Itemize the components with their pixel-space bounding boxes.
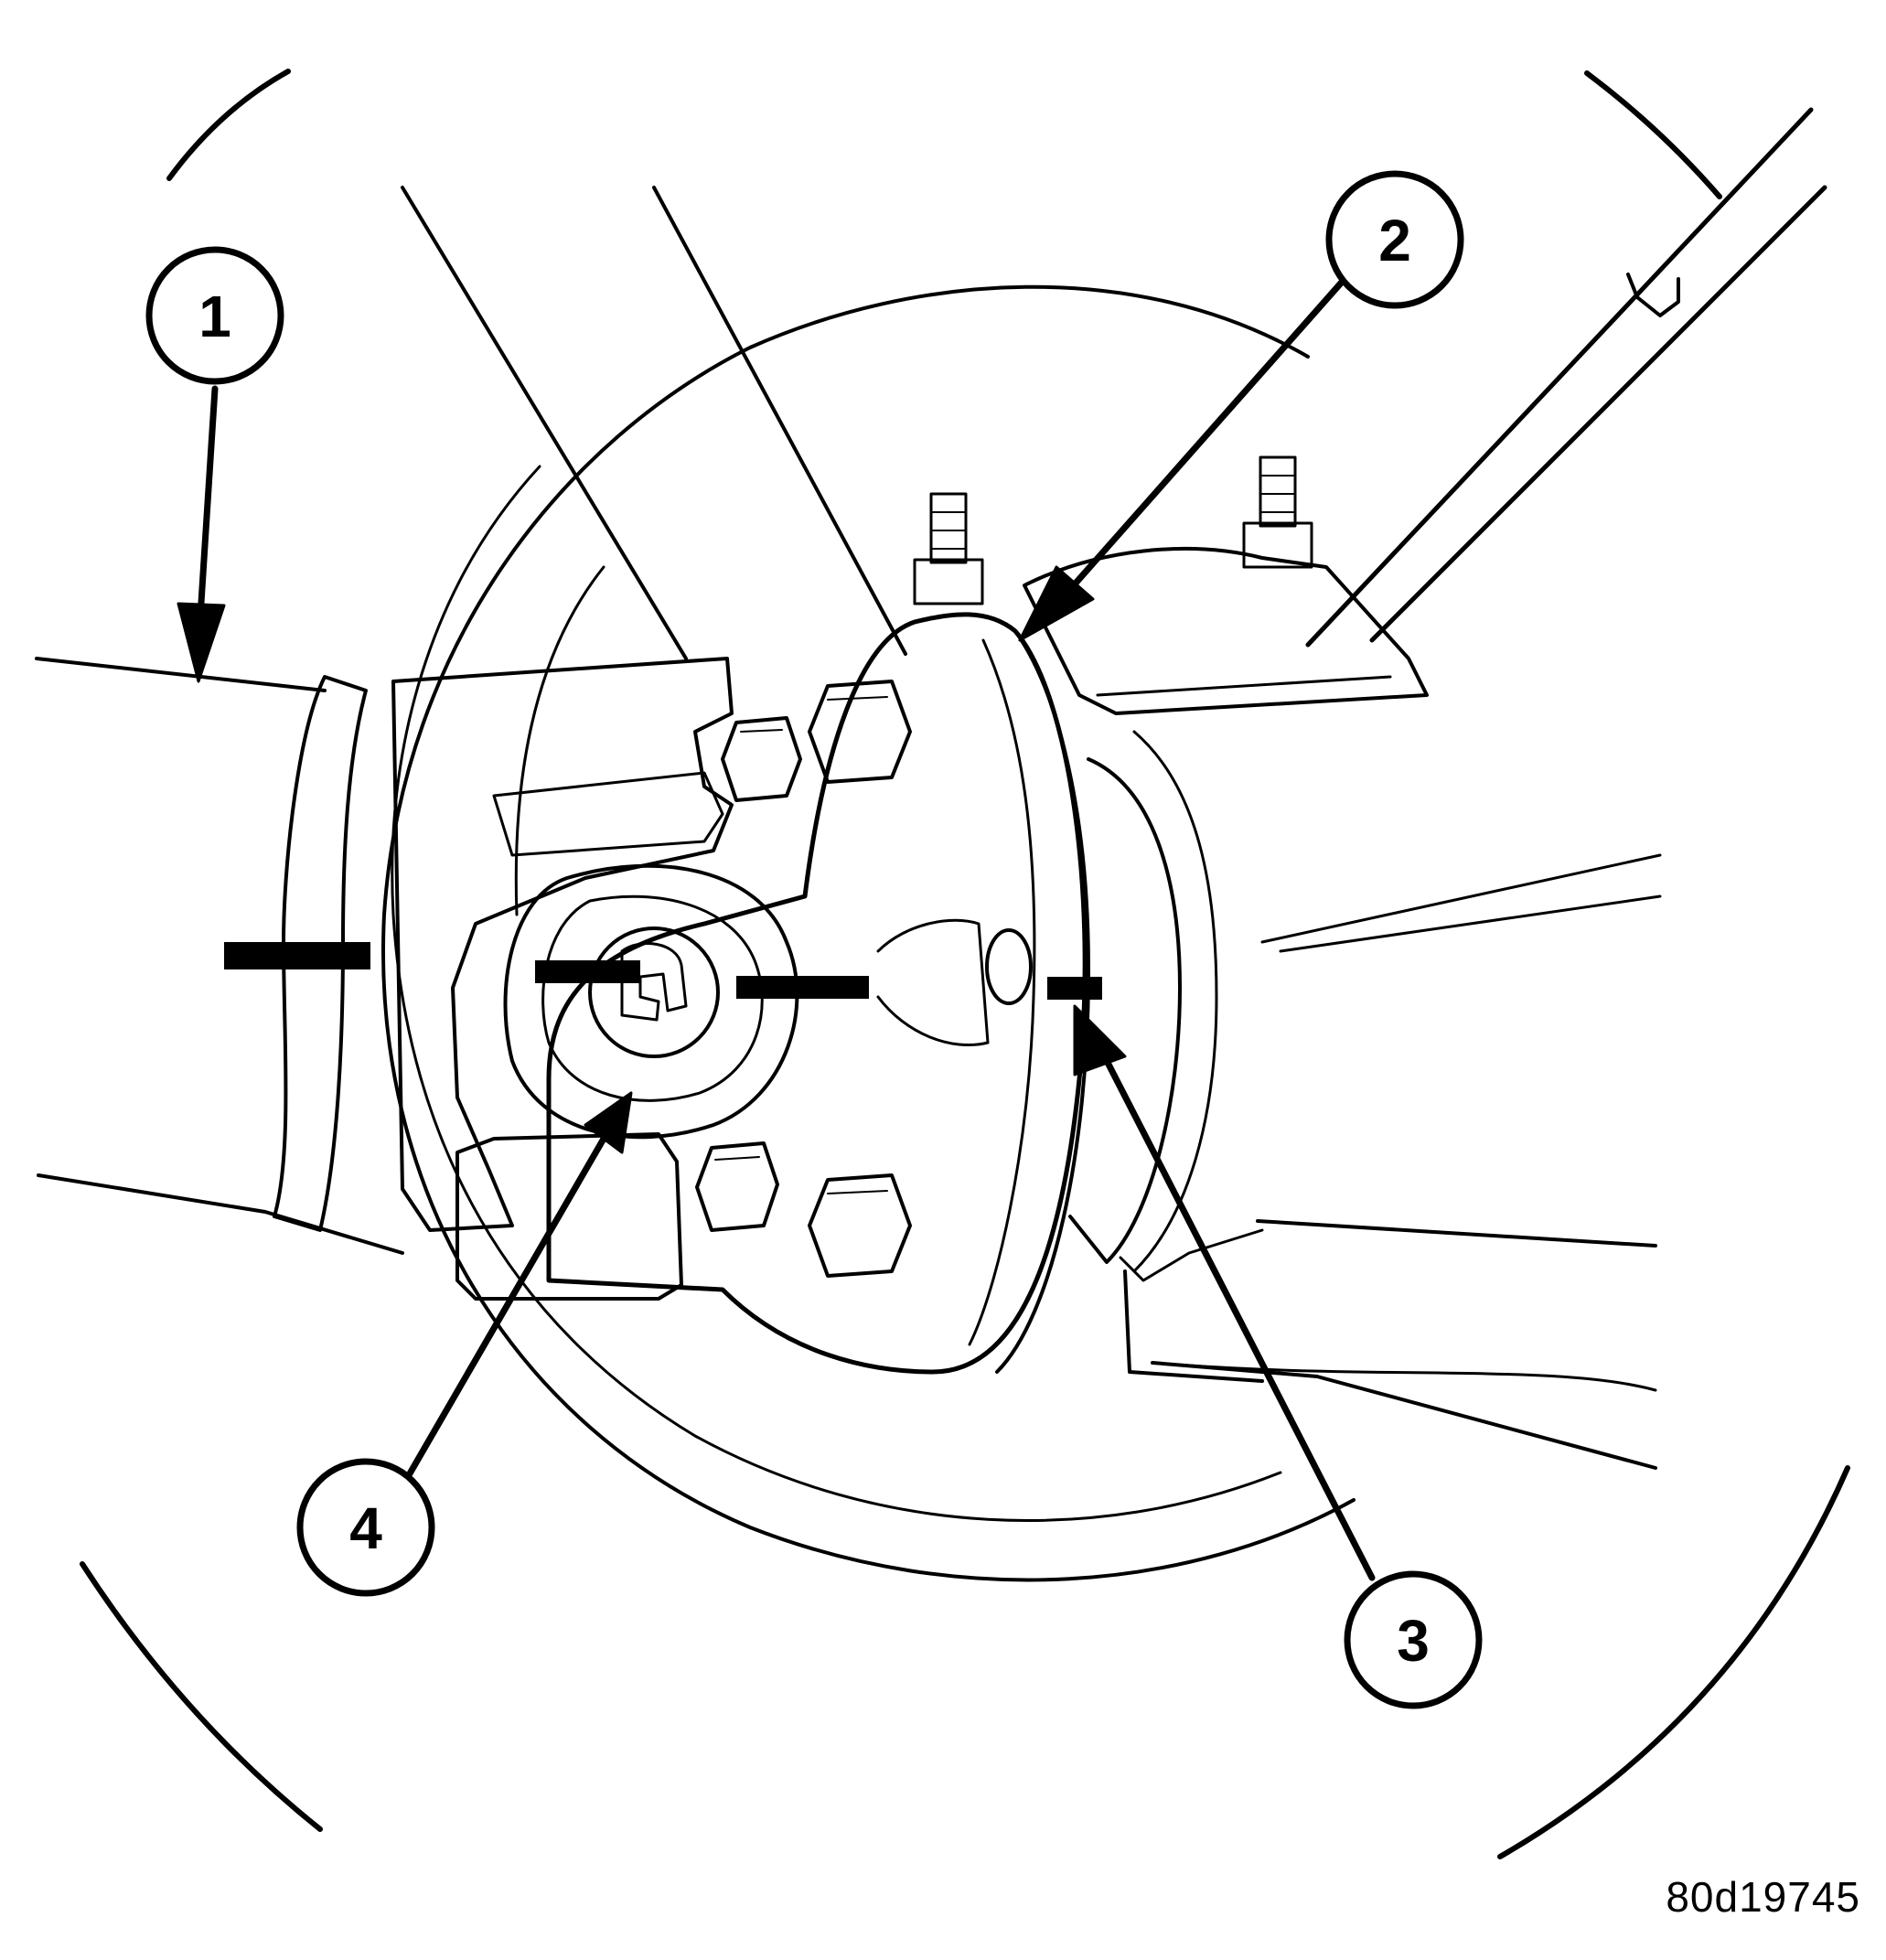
flange-rim-inner: [968, 638, 1036, 1346]
callout-1-number: 1: [198, 284, 231, 349]
callout-3-circle: [1344, 1570, 1483, 1709]
figure-id-label: 80d19745: [1666, 1873, 1860, 1921]
axle-right-upper-line: [1256, 1219, 1657, 1248]
frame-line-right: [652, 186, 907, 656]
brake-line-inner: [1369, 185, 1827, 643]
leader-arrow-1: [177, 385, 226, 683]
flange-hole: [985, 928, 1033, 1005]
reference-mark-flange: [1047, 977, 1102, 1000]
drum-outer-ring: [381, 284, 1356, 1582]
drum-inner-ring: [514, 565, 605, 916]
callout-4: 4: [296, 1458, 435, 1597]
u-joint-cap-top: [492, 771, 724, 857]
pinion-housing-bottom: [1119, 1228, 1264, 1282]
bearing-cap-center: [588, 926, 720, 1058]
leader-arrow-3: [1073, 1004, 1376, 1581]
bearing-cap-ring-outer: [503, 863, 799, 1140]
axle-collar: [273, 675, 368, 1232]
reference-mark-yoke: [535, 960, 640, 983]
drum-middle-ring: [391, 465, 1282, 1522]
axle-tube-right-line-2: [1279, 894, 1662, 953]
u-joint-yoke: [391, 657, 734, 1232]
reference-mark-cap: [736, 976, 869, 999]
callout-2: 2: [1325, 170, 1464, 309]
view-circle-arc-bottom-right: [1497, 1465, 1850, 1859]
callout-1-circle: [145, 246, 284, 385]
callout-2-circle: [1325, 170, 1464, 309]
leader-arrow-2: [1018, 275, 1348, 642]
view-circle-arc-top-left: [166, 69, 291, 181]
pinion-housing: [1068, 757, 1182, 1264]
brake-line-clip: [1626, 273, 1680, 317]
flange-bolt-lower-right: [808, 1173, 912, 1278]
housing-bracket-edge: [1096, 675, 1392, 697]
axle-tube-bottom-line: [37, 1173, 404, 1255]
bearing-cap-ring-inner: [541, 894, 764, 1102]
u-joint-cap-bottom: [455, 1132, 683, 1301]
callout-1: 1: [145, 246, 284, 385]
reference-mark-axle-tube: [224, 942, 370, 969]
frame-line-left: [401, 186, 688, 660]
axle-tube-right-line: [1260, 853, 1662, 944]
flange-bolt-upper-left: [721, 716, 802, 802]
callout-3-number: 3: [1397, 1608, 1430, 1674]
flange-rim: [995, 629, 1090, 1374]
upper-nut-right: [1242, 521, 1313, 569]
flange-bolt-upper-right: [808, 680, 912, 784]
view-circle-arc-top-right: [1584, 70, 1722, 199]
upper-nut-left: [913, 558, 984, 605]
housing-bracket: [1023, 547, 1429, 715]
callout-2-number: 2: [1378, 208, 1411, 273]
flange-bolt-lower-left: [695, 1141, 779, 1232]
axle-right-lower-curve: [1151, 1361, 1657, 1392]
flange-ridge: [876, 918, 990, 1047]
callout-4-number: 4: [349, 1495, 382, 1561]
axle-tube-top-line: [35, 657, 327, 692]
leader-arrow-4: [399, 1091, 633, 1490]
view-circle-arc-bottom-left: [80, 1561, 323, 1832]
upper-stud-right: [1259, 455, 1297, 528]
callout-3: 3: [1344, 1570, 1483, 1709]
upper-stud-left: [929, 492, 968, 564]
pinion-housing-outer: [1132, 730, 1218, 1273]
bearing-cap-snap-ring: [620, 942, 688, 1022]
callout-4-circle: [296, 1458, 435, 1597]
axle-spring-seat: [1123, 1269, 1264, 1383]
brake-line-outer: [1305, 107, 1814, 648]
